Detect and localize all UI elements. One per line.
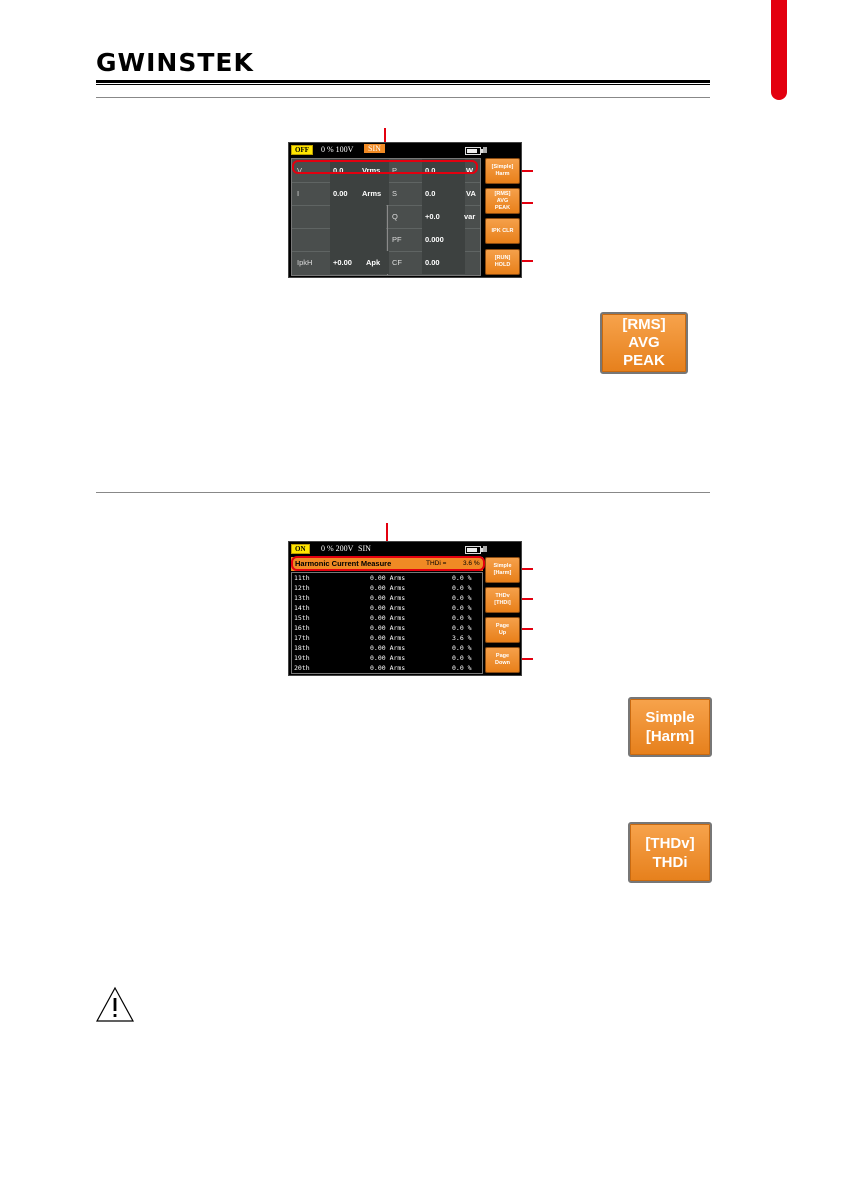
softkey-ipk-clr[interactable]: IPK CLR [485, 218, 520, 244]
meas-label: CF [392, 258, 402, 267]
output-info: 0 % 100V [321, 145, 354, 154]
section-divider [96, 492, 710, 493]
meas-value-empty [330, 205, 386, 228]
callout-line-key4 [521, 260, 533, 262]
waveform-badge: SIN [364, 144, 385, 153]
softkey-thdv-thdi[interactable]: THDv[THDi] [485, 587, 520, 613]
thd-value: 3.6 % [463, 560, 480, 567]
meas-label: P [392, 166, 398, 175]
plug-icon [483, 147, 487, 153]
meas-unit: Arms [362, 189, 382, 198]
harmonic-header: Harmonic Current Measure THDi = 3.6 % [291, 557, 483, 571]
callout-line-key1 [521, 170, 533, 172]
callout-line-key4 [521, 658, 533, 660]
meas-value: 0.00 [422, 251, 465, 274]
meas-value: 0.0 [422, 182, 465, 205]
row-highlight [292, 160, 478, 174]
meas-label: IpkH [297, 258, 313, 267]
thdv-thdi-key[interactable]: [THDv] THDi [628, 822, 712, 883]
meas-unit: Apk [366, 258, 381, 267]
meas-unit: Vrms [362, 166, 381, 175]
softkey-run-hold[interactable]: [RUN]HOLD [485, 249, 520, 275]
callout-line-key1 [521, 568, 533, 570]
measurement-screen: OFF 0 % 100V SIN V 0.0 Vrms P 0.0 W I 0.… [288, 142, 522, 278]
simple-harm-key[interactable]: Simple [Harm] [628, 697, 712, 757]
measurement-panel: V 0.0 Vrms P 0.0 W I 0.00 Arms S 0.0 VA … [291, 158, 481, 276]
meas-value: 0.0 [330, 159, 389, 182]
logo-underline-thin [96, 84, 710, 85]
status-bar: OFF 0 % 100V SIN [289, 143, 521, 157]
softkey-simple-harm[interactable]: Simple[Harm] [485, 557, 520, 583]
softkey-simple-harm[interactable]: [Simple]Harm [485, 158, 520, 184]
harmonic-title: Harmonic Current Measure [295, 559, 392, 568]
meas-label: PF [392, 235, 402, 244]
output-info: 0 % 200V [321, 544, 354, 553]
callout-line-top [386, 523, 388, 558]
meas-unit: W [466, 166, 474, 175]
meas-label: S [392, 189, 398, 198]
meas-value: 0.000 [422, 228, 465, 251]
logo-underline [96, 80, 710, 83]
output-state-badge: OFF [291, 145, 313, 155]
brand-logo: GWINSTEK [96, 48, 254, 77]
status-bar: ON 0 % 200V SIN [289, 542, 521, 556]
thd-label: THDi = [426, 560, 447, 567]
meas-value: +0.00 [330, 251, 389, 274]
meas-label: Q [392, 212, 398, 221]
warning-triangle-icon [96, 986, 134, 1022]
meas-unit: var [464, 212, 476, 221]
callout-line-key2 [521, 202, 533, 204]
waveform-label: SIN [358, 544, 371, 553]
page-tab-marker [771, 0, 787, 100]
battery-icon [465, 546, 483, 554]
callout-line-key3 [521, 628, 533, 630]
plug-icon [483, 546, 487, 552]
meas-label: V [297, 166, 303, 175]
meas-value: +0.0 [422, 205, 465, 228]
rms-avg-peak-key[interactable]: [RMS] AVG PEAK [600, 312, 688, 374]
meas-label: I [297, 189, 300, 198]
header-highlight [291, 556, 485, 571]
battery-icon [465, 147, 483, 155]
meas-value-empty [330, 228, 386, 251]
header-divider [96, 97, 710, 98]
meas-value: 0.0 [422, 159, 465, 182]
meas-value: 0.00 [330, 182, 389, 205]
output-state-badge: ON [291, 544, 310, 554]
meas-unit: VA [466, 189, 476, 198]
callout-line-key2 [521, 598, 533, 600]
harmonic-screen: ON 0 % 200V SIN Harmonic Current Measure… [288, 541, 522, 676]
